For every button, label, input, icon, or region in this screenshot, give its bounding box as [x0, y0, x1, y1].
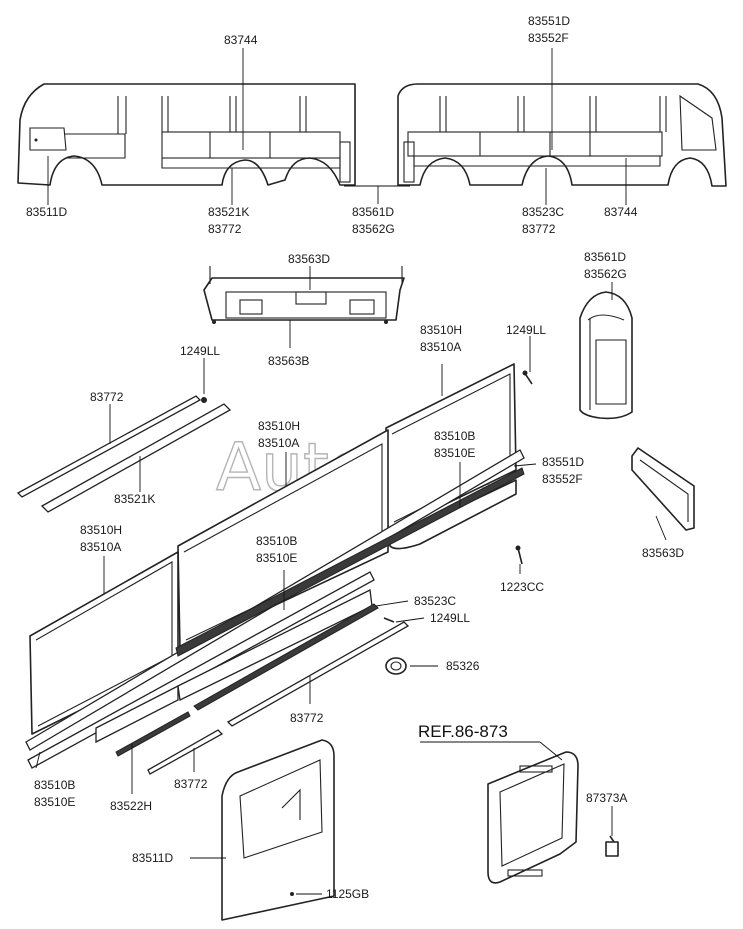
- side-panel-rear: [385, 363, 517, 550]
- bus-left-half: [17, 83, 356, 186]
- roof-member-83563b: [203, 266, 405, 324]
- label: 83521K: [208, 205, 249, 219]
- clip-87373a: [605, 835, 619, 857]
- label: 83510B: [256, 534, 297, 548]
- label: 83772: [90, 390, 124, 404]
- label: 83561D: [584, 250, 626, 264]
- clip-1223cc: [515, 545, 523, 565]
- label: 83563B: [268, 354, 309, 368]
- lower-strips: [115, 603, 410, 775]
- label: 83510E: [256, 551, 297, 565]
- reference-label: REF.86-873: [418, 722, 508, 741]
- label: 83772: [208, 222, 242, 236]
- label: 83552F: [528, 31, 569, 45]
- clip-upper-right: [522, 370, 533, 385]
- label: 83551D: [528, 14, 570, 28]
- label: 83510H: [80, 523, 122, 537]
- label: 83510E: [434, 446, 475, 460]
- label: 83552F: [542, 472, 583, 486]
- label: 85326: [446, 659, 480, 673]
- label: 83772: [290, 711, 324, 725]
- label: 83772: [174, 777, 208, 791]
- label: 83510H: [420, 323, 462, 337]
- label: 83562G: [352, 222, 395, 236]
- access-cover-83563d: [631, 447, 695, 531]
- label: 1223CC: [500, 580, 544, 594]
- label: 1249LL: [180, 344, 220, 358]
- label: 83511D: [132, 851, 173, 865]
- label: 83562G: [584, 267, 627, 281]
- label: 83511D: [26, 205, 67, 219]
- label: 83510A: [258, 436, 299, 450]
- label: 83522H: [110, 799, 152, 813]
- label: 83744: [604, 205, 638, 219]
- label: 1249LL: [506, 323, 546, 337]
- label: 83551D: [542, 455, 584, 469]
- label: 83510B: [34, 778, 75, 792]
- label: 83744: [224, 33, 258, 47]
- door-panel-83511d: [221, 739, 335, 921]
- part-labels: 83744 83551D 83552F 83511D 83521K 83772 …: [26, 14, 684, 901]
- pillar-cover: [579, 291, 633, 420]
- label: 1249LL: [430, 611, 470, 625]
- label: 83510H: [258, 419, 300, 433]
- label: 83510A: [80, 540, 121, 554]
- label: 83510E: [34, 795, 75, 809]
- label: 83510A: [420, 340, 461, 354]
- window-frame: [487, 751, 579, 884]
- label: 83521K: [114, 492, 155, 506]
- label: 83523C: [414, 594, 456, 608]
- label: 83563D: [288, 252, 330, 266]
- bus-right-half: [397, 83, 727, 187]
- belt-moldings: [25, 449, 525, 769]
- label: 83523C: [522, 205, 564, 219]
- leader-lines: [35, 48, 667, 895]
- label: 83510B: [434, 429, 475, 443]
- label: 1125GB: [326, 887, 369, 901]
- label: 83561D: [352, 205, 394, 219]
- trim-strips-left: [16, 395, 232, 513]
- label: 87373A: [586, 791, 627, 805]
- label: 83563D: [642, 546, 684, 560]
- label: 83772: [522, 222, 556, 236]
- grommet-85326: [385, 657, 407, 675]
